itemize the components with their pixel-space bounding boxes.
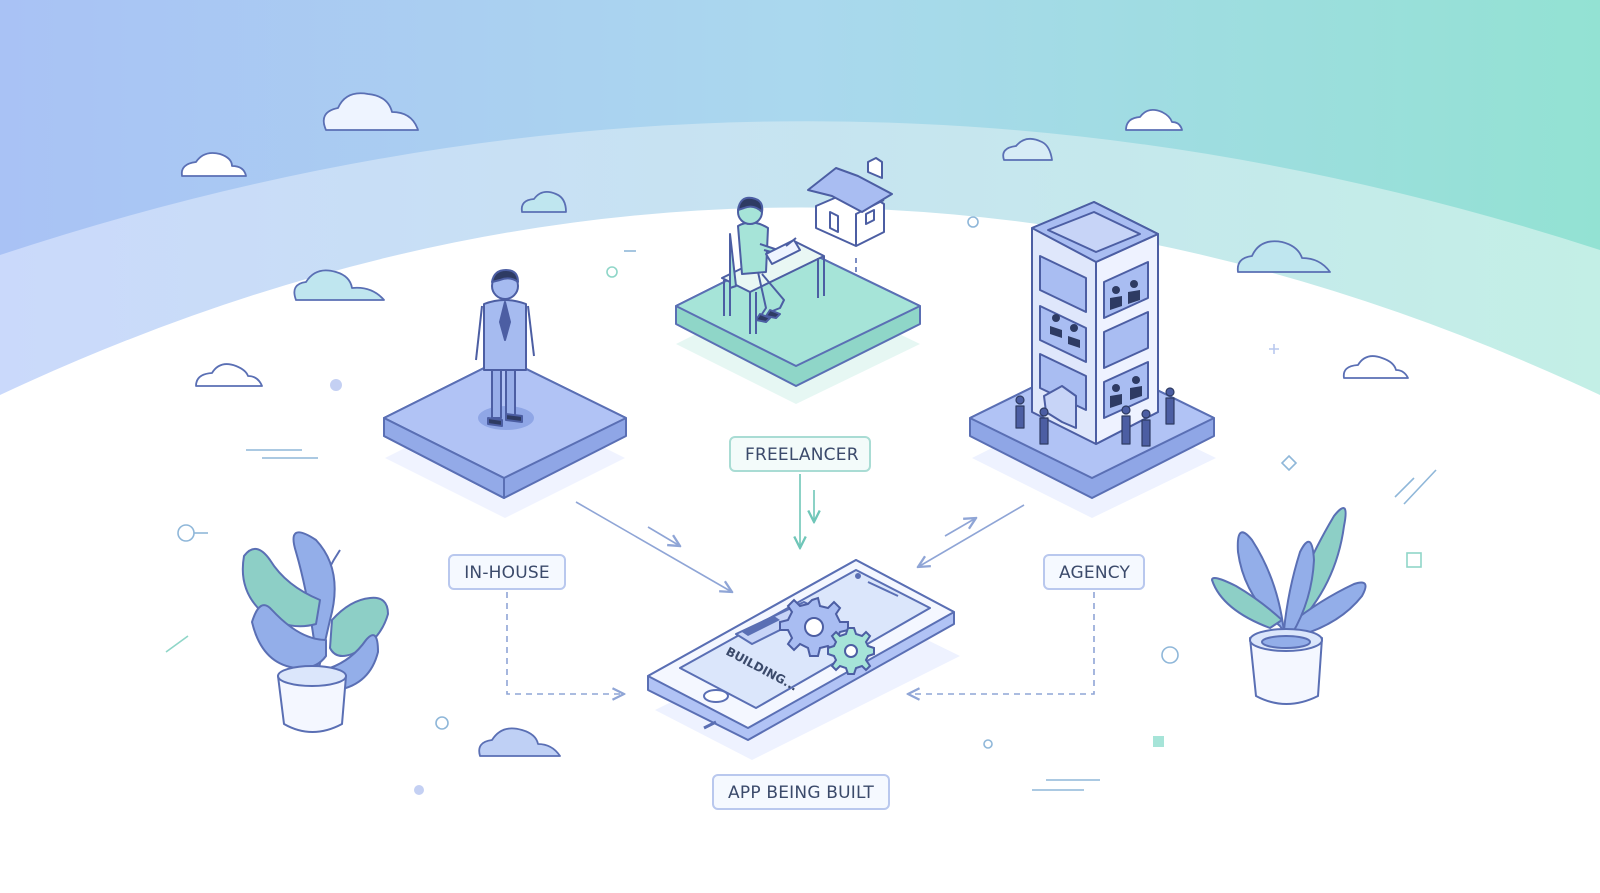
agency-label: AGENCY xyxy=(1043,554,1145,590)
in-house-label: IN-HOUSE xyxy=(448,554,566,590)
cloud-icon xyxy=(1236,240,1331,273)
cloud-icon xyxy=(478,727,561,757)
arrow-icon xyxy=(647,526,680,546)
cloud-icon xyxy=(293,269,385,301)
house-icon xyxy=(807,157,893,247)
gear-icon xyxy=(779,596,849,657)
cloud-icon xyxy=(195,363,263,387)
arrow-icon xyxy=(944,518,976,537)
office-building-icon xyxy=(1015,201,1175,447)
freelancer-label: FREELANCER xyxy=(729,436,871,472)
arrow-icon xyxy=(506,592,624,694)
cloud-icon xyxy=(322,92,419,131)
app-being-built-label: APP BEING BUILT xyxy=(712,774,890,810)
cloud-icon xyxy=(520,190,567,213)
freelancer-desk xyxy=(721,241,825,334)
decorations xyxy=(165,216,1437,795)
arrow-icon xyxy=(918,504,1025,567)
gear-icon xyxy=(827,627,875,675)
cloud-icon xyxy=(180,152,247,177)
plant-icon xyxy=(241,531,389,733)
arrow-icon xyxy=(575,501,732,592)
connectors xyxy=(506,258,1095,694)
person-icon xyxy=(475,269,535,427)
clouds xyxy=(180,92,1409,757)
people-icon xyxy=(1015,387,1175,447)
cloud-icon xyxy=(1125,108,1183,131)
cloud-icon xyxy=(1342,355,1409,379)
person-icon xyxy=(729,196,801,323)
arrow-icon xyxy=(908,592,1095,694)
cloud-icon xyxy=(1002,137,1053,161)
plant-icon xyxy=(1211,507,1367,705)
